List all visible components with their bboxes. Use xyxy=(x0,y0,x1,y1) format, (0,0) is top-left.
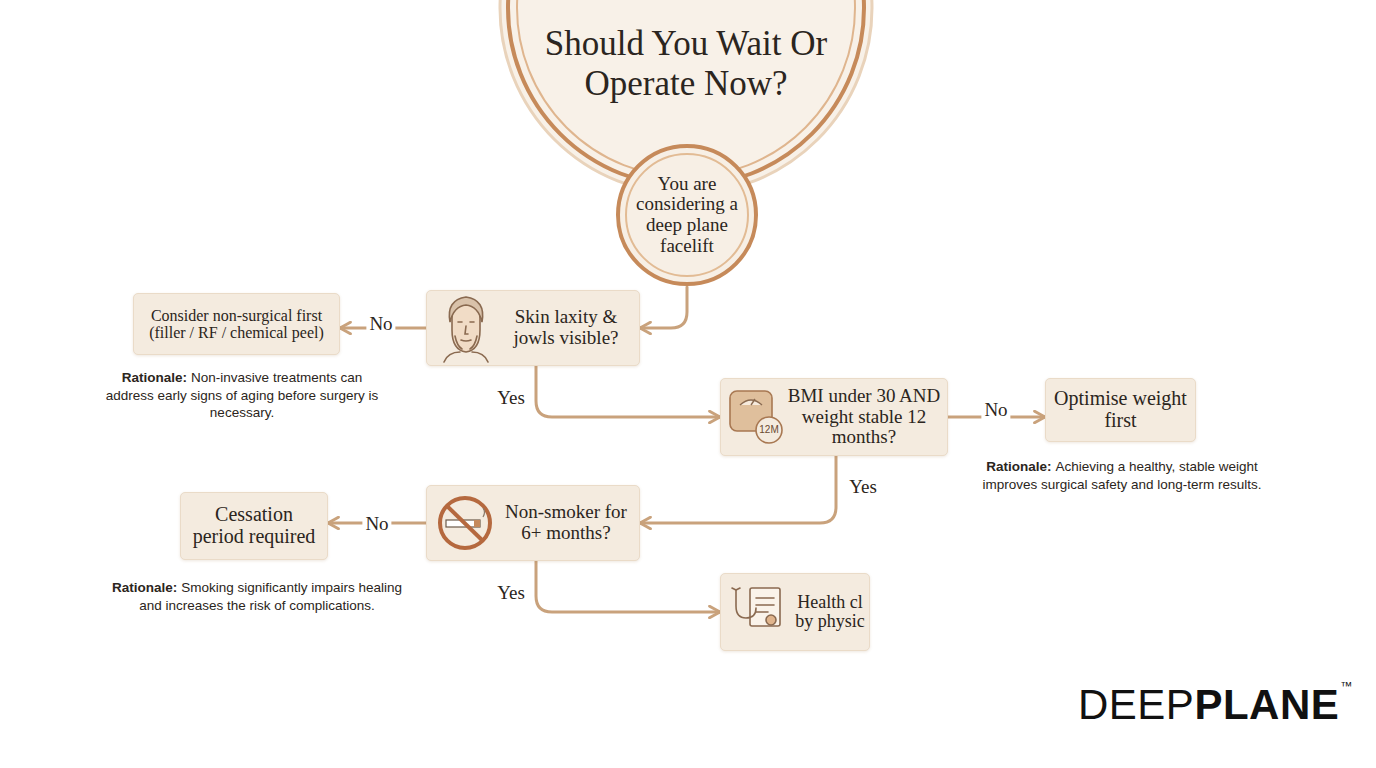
node-text-group: BMI under 30 AND weight stable 12 months… xyxy=(787,386,941,448)
flow-arrow xyxy=(536,366,720,417)
node-text: Health cl by physic xyxy=(793,593,867,632)
edge-label: No xyxy=(366,314,395,335)
start-circle: You are considering a deep plane facelif… xyxy=(615,143,759,287)
node-text: You are considering a deep plane facelif… xyxy=(633,174,741,256)
node-text-group: Skin laxity & jowls visible? xyxy=(501,307,631,348)
node-text-group: Optimise weight first xyxy=(1054,388,1187,431)
edge-label: No xyxy=(362,514,391,535)
brand-logo: DEEPPLANE xyxy=(1078,684,1339,726)
rationale-note: Rationale:Smoking significantly impairs … xyxy=(112,579,402,614)
flow-arrow xyxy=(640,456,836,523)
process-box: Health cl by physic xyxy=(720,573,870,651)
trademark-mark: ™ xyxy=(1340,680,1352,692)
edge-label: Yes xyxy=(494,388,528,409)
flow-arrow xyxy=(640,287,687,328)
outcome-box: Optimise weight first xyxy=(1045,378,1196,442)
rationale-heading: Rationale: xyxy=(986,459,1051,474)
node-text: Non-smoker for 6+ months? xyxy=(501,502,631,543)
node-text: Consider non-surgical first (filler / RF… xyxy=(140,307,333,342)
outcome-box: Consider non-surgical first (filler / RF… xyxy=(133,293,340,355)
node-text-group: Consider non-surgical first (filler / RF… xyxy=(140,307,333,342)
decision-box: Skin laxity & jowls visible? xyxy=(426,290,640,366)
edge-label: Yes xyxy=(846,477,880,498)
decision-box: BMI under 30 AND weight stable 12 months… xyxy=(720,378,948,456)
decision-box: Non-smoker for 6+ months? xyxy=(426,485,640,561)
rationale-heading: Rationale: xyxy=(112,580,177,595)
logo-word-bold: PLANE xyxy=(1194,681,1339,728)
outcome-box: Cessation period required xyxy=(180,492,328,560)
edge-label: No xyxy=(981,400,1010,421)
edge-label: Yes xyxy=(494,583,528,604)
rationale-heading: Rationale: xyxy=(122,370,187,385)
rationale-note: Rationale:Achieving a healthy, stable we… xyxy=(978,458,1266,493)
node-text: BMI under 30 AND weight stable 12 months… xyxy=(787,386,941,448)
badge-text: 12M xyxy=(759,425,778,435)
rationale-note: Rationale:Non-invasive treatments can ad… xyxy=(96,369,388,422)
node-text-group: Health cl by physic xyxy=(793,593,867,632)
logo-word: DEEP xyxy=(1078,681,1194,728)
rationale-text: Smoking significantly impairs healing an… xyxy=(139,580,402,613)
flow-arrow xyxy=(536,561,720,612)
node-text-group: Cessation period required xyxy=(189,504,319,547)
node-text-group: You are considering a deep plane facelif… xyxy=(633,174,741,256)
title: Should You Wait Or Operate Now? xyxy=(536,24,836,105)
node-text: Skin laxity & jowls visible? xyxy=(501,307,631,348)
node-text: Optimise weight first xyxy=(1054,388,1187,431)
node-text: Cessation period required xyxy=(189,504,319,547)
node-text-group: Non-smoker for 6+ months? xyxy=(501,502,631,543)
